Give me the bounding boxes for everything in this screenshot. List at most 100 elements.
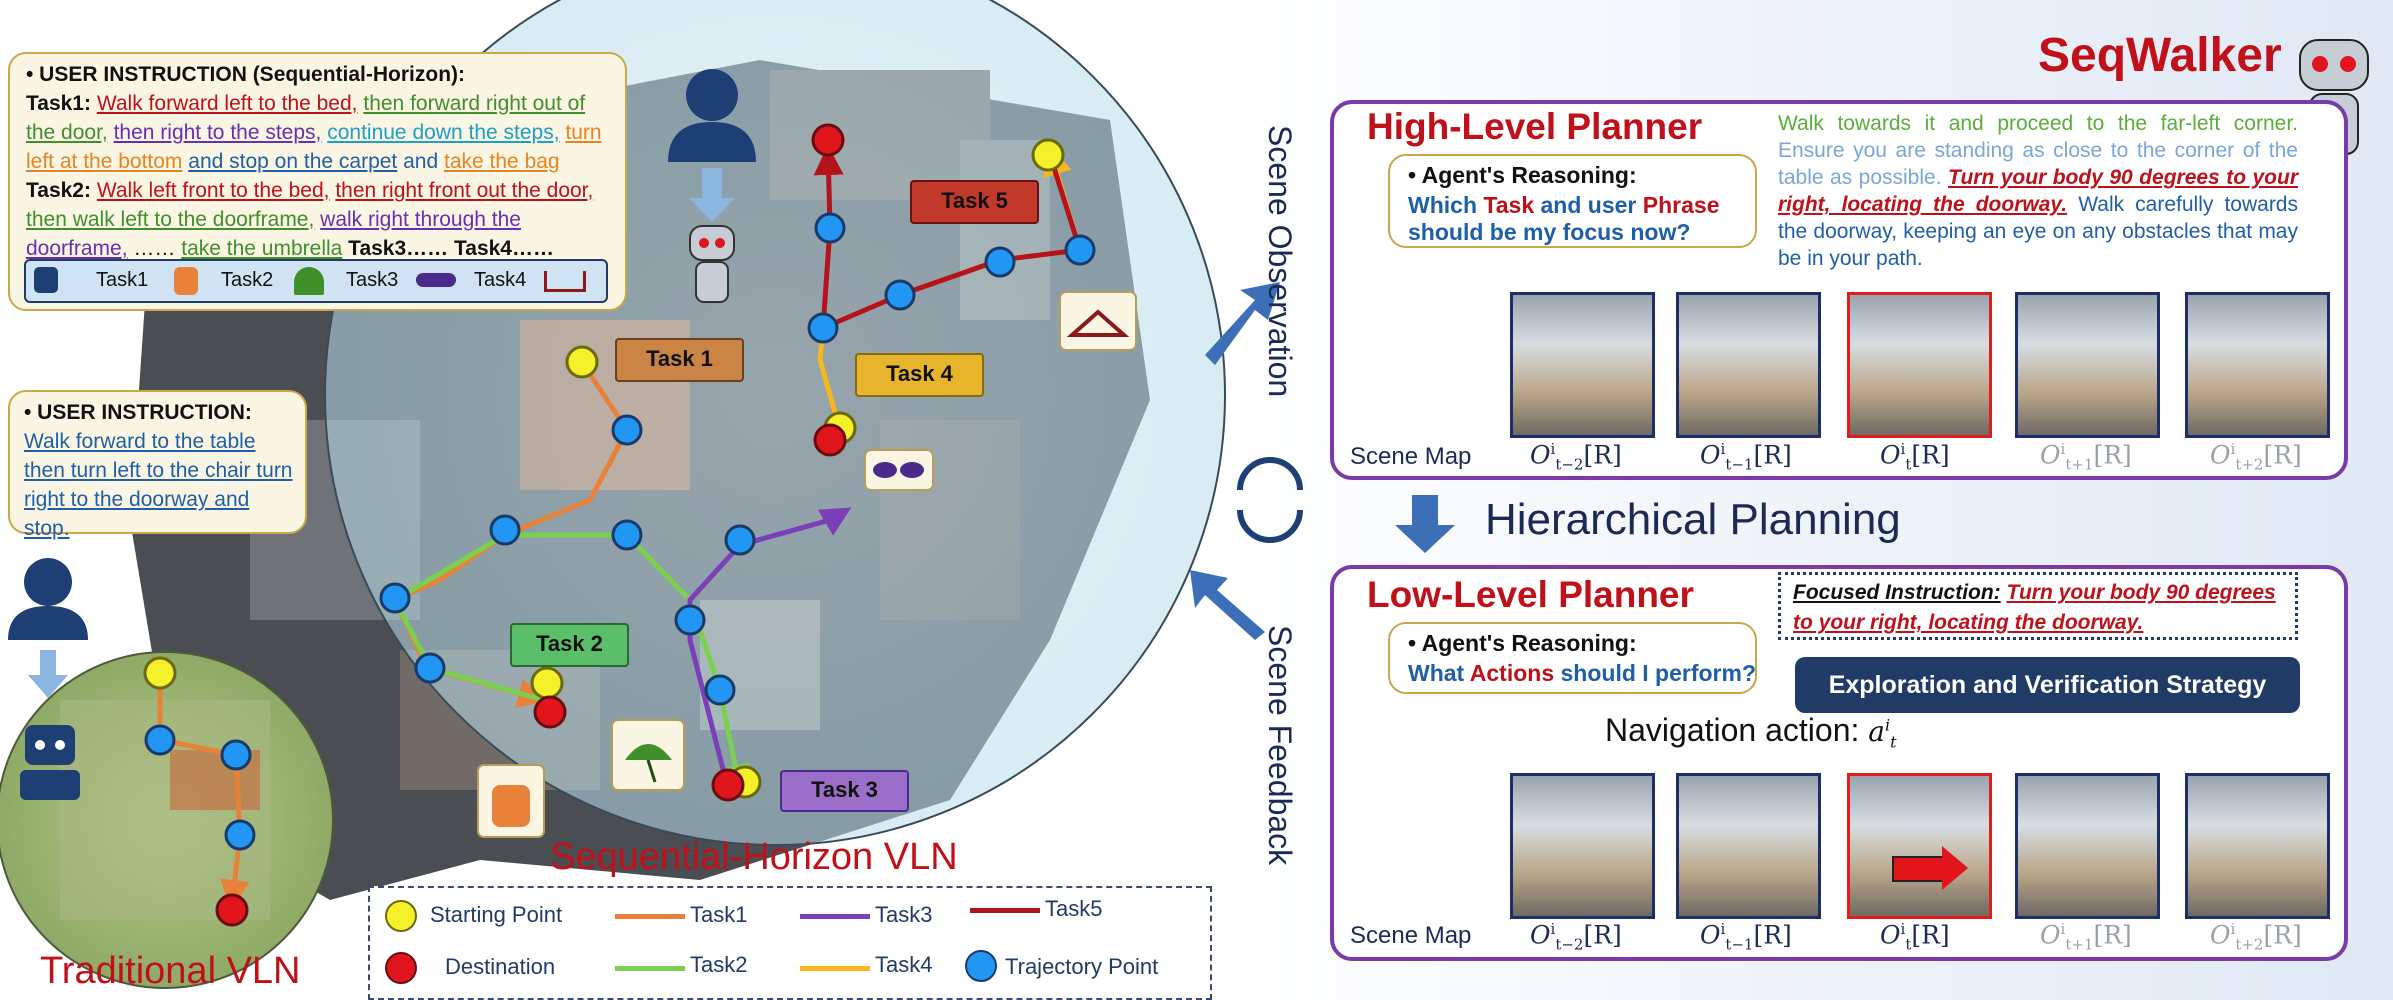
obs-thumb-bottom-4 — [2015, 773, 2160, 919]
timeline-robot-icon — [34, 267, 58, 293]
task-tag-5: Task 5 — [910, 180, 1039, 224]
obs-label-top-2: Oit−1[R] — [1700, 440, 1792, 474]
high-reason-1: Task — [1483, 192, 1535, 218]
legend-dest-label: Destination — [445, 954, 556, 979]
task2-part-0: Walk left front to the bed, — [96, 179, 330, 202]
traditional-vln-title: Traditional VLN — [40, 950, 301, 992]
user-icon-top — [668, 69, 756, 162]
task-tag-1-label: Task 1 — [646, 346, 713, 371]
task1-part-4: turn left at the bottom — [26, 121, 602, 173]
high-reason-4: should be my focus now? — [1408, 219, 1691, 245]
obs-label-top-3: Oit[R] — [1880, 440, 1950, 474]
task1-part-5: and stop on the carpet — [188, 150, 398, 173]
legend-traj-label: Trajectory Point — [1005, 954, 1159, 979]
low-level-title: Low-Level Planner — [1367, 574, 1694, 615]
low-reason-0: What — [1408, 660, 1465, 686]
legend-task3-arrow — [800, 914, 870, 919]
obs-thumb-top-2 — [1676, 292, 1821, 438]
trajectory-points — [144, 212, 1096, 851]
timeline-hanger-icon — [544, 271, 586, 292]
obs-thumb-top-4 — [2015, 292, 2160, 438]
legend-task2-label: Task2 — [690, 952, 748, 977]
focused-instruction-label: Focused Instruction: — [1793, 581, 2001, 604]
hl-instr-1: Walk towards it and proceed to the far-l… — [1778, 112, 2298, 135]
action-right-arrow-icon — [1892, 856, 1946, 882]
hierarchical-planning-label: Hierarchical Planning — [1485, 495, 1901, 544]
forward-arrow-top — [1205, 282, 1280, 365]
user-down-arrow-top — [689, 168, 735, 222]
task1-part-2: then right to the steps, — [113, 121, 322, 144]
hl-instr-2: Ensure you are standing as close to the … — [1778, 139, 2298, 189]
obs-label-bottom-3: Oit[R] — [1880, 920, 1950, 954]
robot-icon-scene — [689, 225, 735, 303]
task2-label: Task2: — [26, 179, 91, 202]
sequential-instruction-header: • USER INSTRUCTION (Sequential-Horizon): — [26, 63, 466, 86]
high-reason-0: Which — [1408, 192, 1477, 218]
legend-dest-marker — [385, 952, 417, 984]
task-tag-5-label: Task 5 — [941, 188, 1008, 213]
obs-thumb-bottom-3 — [1847, 773, 1992, 919]
high-level-instruction: Walk towards it and proceed to the far-l… — [1778, 110, 2298, 272]
scene-feedback-label: Scene Feedback — [1262, 625, 1298, 866]
exploration-strategy-button: Exploration and Verification Strategy — [1795, 657, 2300, 713]
task-tag-4-label: Task 4 — [886, 361, 953, 386]
robot-icon-traditional — [20, 725, 80, 800]
traditional-instruction-header: • USER INSTRUCTION: — [24, 401, 252, 424]
user-down-arrow-bottom — [28, 650, 68, 698]
task-timeline: Task1 Task2 Task3 Task4 — [24, 259, 608, 303]
high-reason-2: and user — [1540, 192, 1637, 218]
low-level-reasoning-header: • Agent's Reasoning: — [1408, 630, 1637, 656]
task-tag-3: Task 3 — [780, 770, 909, 812]
focused-instruction-text: Turn your body 90 degrees to your right,… — [1793, 581, 2276, 634]
low-reason-1: Actions — [1469, 660, 1555, 686]
low-reason-2: should I perform? — [1560, 660, 1757, 686]
task1-label: Task1: — [26, 92, 91, 115]
task-tag-2: Task 2 — [510, 623, 629, 667]
timeline-bag-icon — [174, 267, 198, 295]
legend: Starting Point Task1 Task3 Task5 Destina… — [368, 886, 1212, 1000]
task2-part-4: …… — [133, 237, 176, 260]
exploration-strategy-label: Exploration and Verification Strategy — [1828, 671, 2267, 699]
task2-part-2: then walk left to the doorframe, — [26, 208, 315, 231]
legend-task1-label: Task1 — [690, 902, 748, 927]
task-tag-1: Task 1 — [615, 338, 744, 382]
task1-part-7: take the bag — [444, 150, 560, 173]
legend-task3-label: Task3 — [875, 902, 933, 927]
hl-instr-focus: Turn your body 90 degrees to your right,… — [1778, 166, 2298, 216]
timeline-umbrella-icon — [294, 267, 324, 295]
low-level-reasoning-text: What Actions should I perform? — [1408, 660, 1756, 687]
timeline-task1: Task1 — [96, 269, 149, 291]
hierarchical-down-arrow — [1395, 495, 1455, 553]
refresh-cycle-icon — [1237, 457, 1303, 543]
legend-task4-arrow — [800, 966, 870, 971]
task-tag-3-label: Task 3 — [811, 777, 878, 802]
obs-label-top-5: Oit+2[R] — [2210, 440, 2302, 474]
obs-label-top-4: Oit+1[R] — [2040, 440, 2132, 474]
traditional-instruction-bubble: • USER INSTRUCTION: Walk forward to the … — [8, 390, 307, 540]
scene-map-label-top: Scene Map — [1350, 443, 1472, 470]
task1-part-0: Walk forward left to the bed, — [96, 92, 358, 115]
sunglasses-icon — [864, 449, 934, 491]
focused-instruction-box: Focused Instruction: Turn your body 90 d… — [1778, 572, 2298, 640]
obs-label-bottom-4: Oit+1[R] — [2040, 920, 2132, 954]
seqwalker-brand: SeqWalker — [2038, 29, 2282, 82]
high-level-reasoning-bubble: • Agent's Reasoning: Which Task and user… — [1388, 154, 1757, 248]
obs-label-top-1: Oit−2[R] — [1530, 440, 1622, 474]
legend-task2-arrow — [615, 966, 685, 971]
legend-traj-marker — [965, 950, 997, 982]
obs-thumb-bottom-1 — [1510, 773, 1655, 919]
high-level-reasoning-text: Which Task and user Phrase should be my … — [1408, 192, 1748, 246]
high-level-title: High-Level Planner — [1367, 106, 1703, 147]
legend-start-label: Starting Point — [430, 902, 563, 927]
obs-thumb-bottom-5 — [2185, 773, 2330, 919]
obs-thumb-top-5 — [2185, 292, 2330, 438]
sequential-instruction-bubble: • USER INSTRUCTION (Sequential-Horizon):… — [8, 52, 627, 311]
high-level-reasoning-header: • Agent's Reasoning: — [1408, 162, 1637, 188]
legend-start-marker — [385, 900, 417, 932]
user-icon-bottom — [8, 558, 88, 640]
low-level-reasoning-bubble: • Agent's Reasoning: What Actions should… — [1388, 622, 1757, 694]
umbrella-icon — [611, 719, 685, 791]
destination-points — [215, 123, 847, 927]
legend-task4-label: Task4 — [875, 952, 933, 977]
obs-thumb-top-3 — [1847, 292, 1992, 438]
